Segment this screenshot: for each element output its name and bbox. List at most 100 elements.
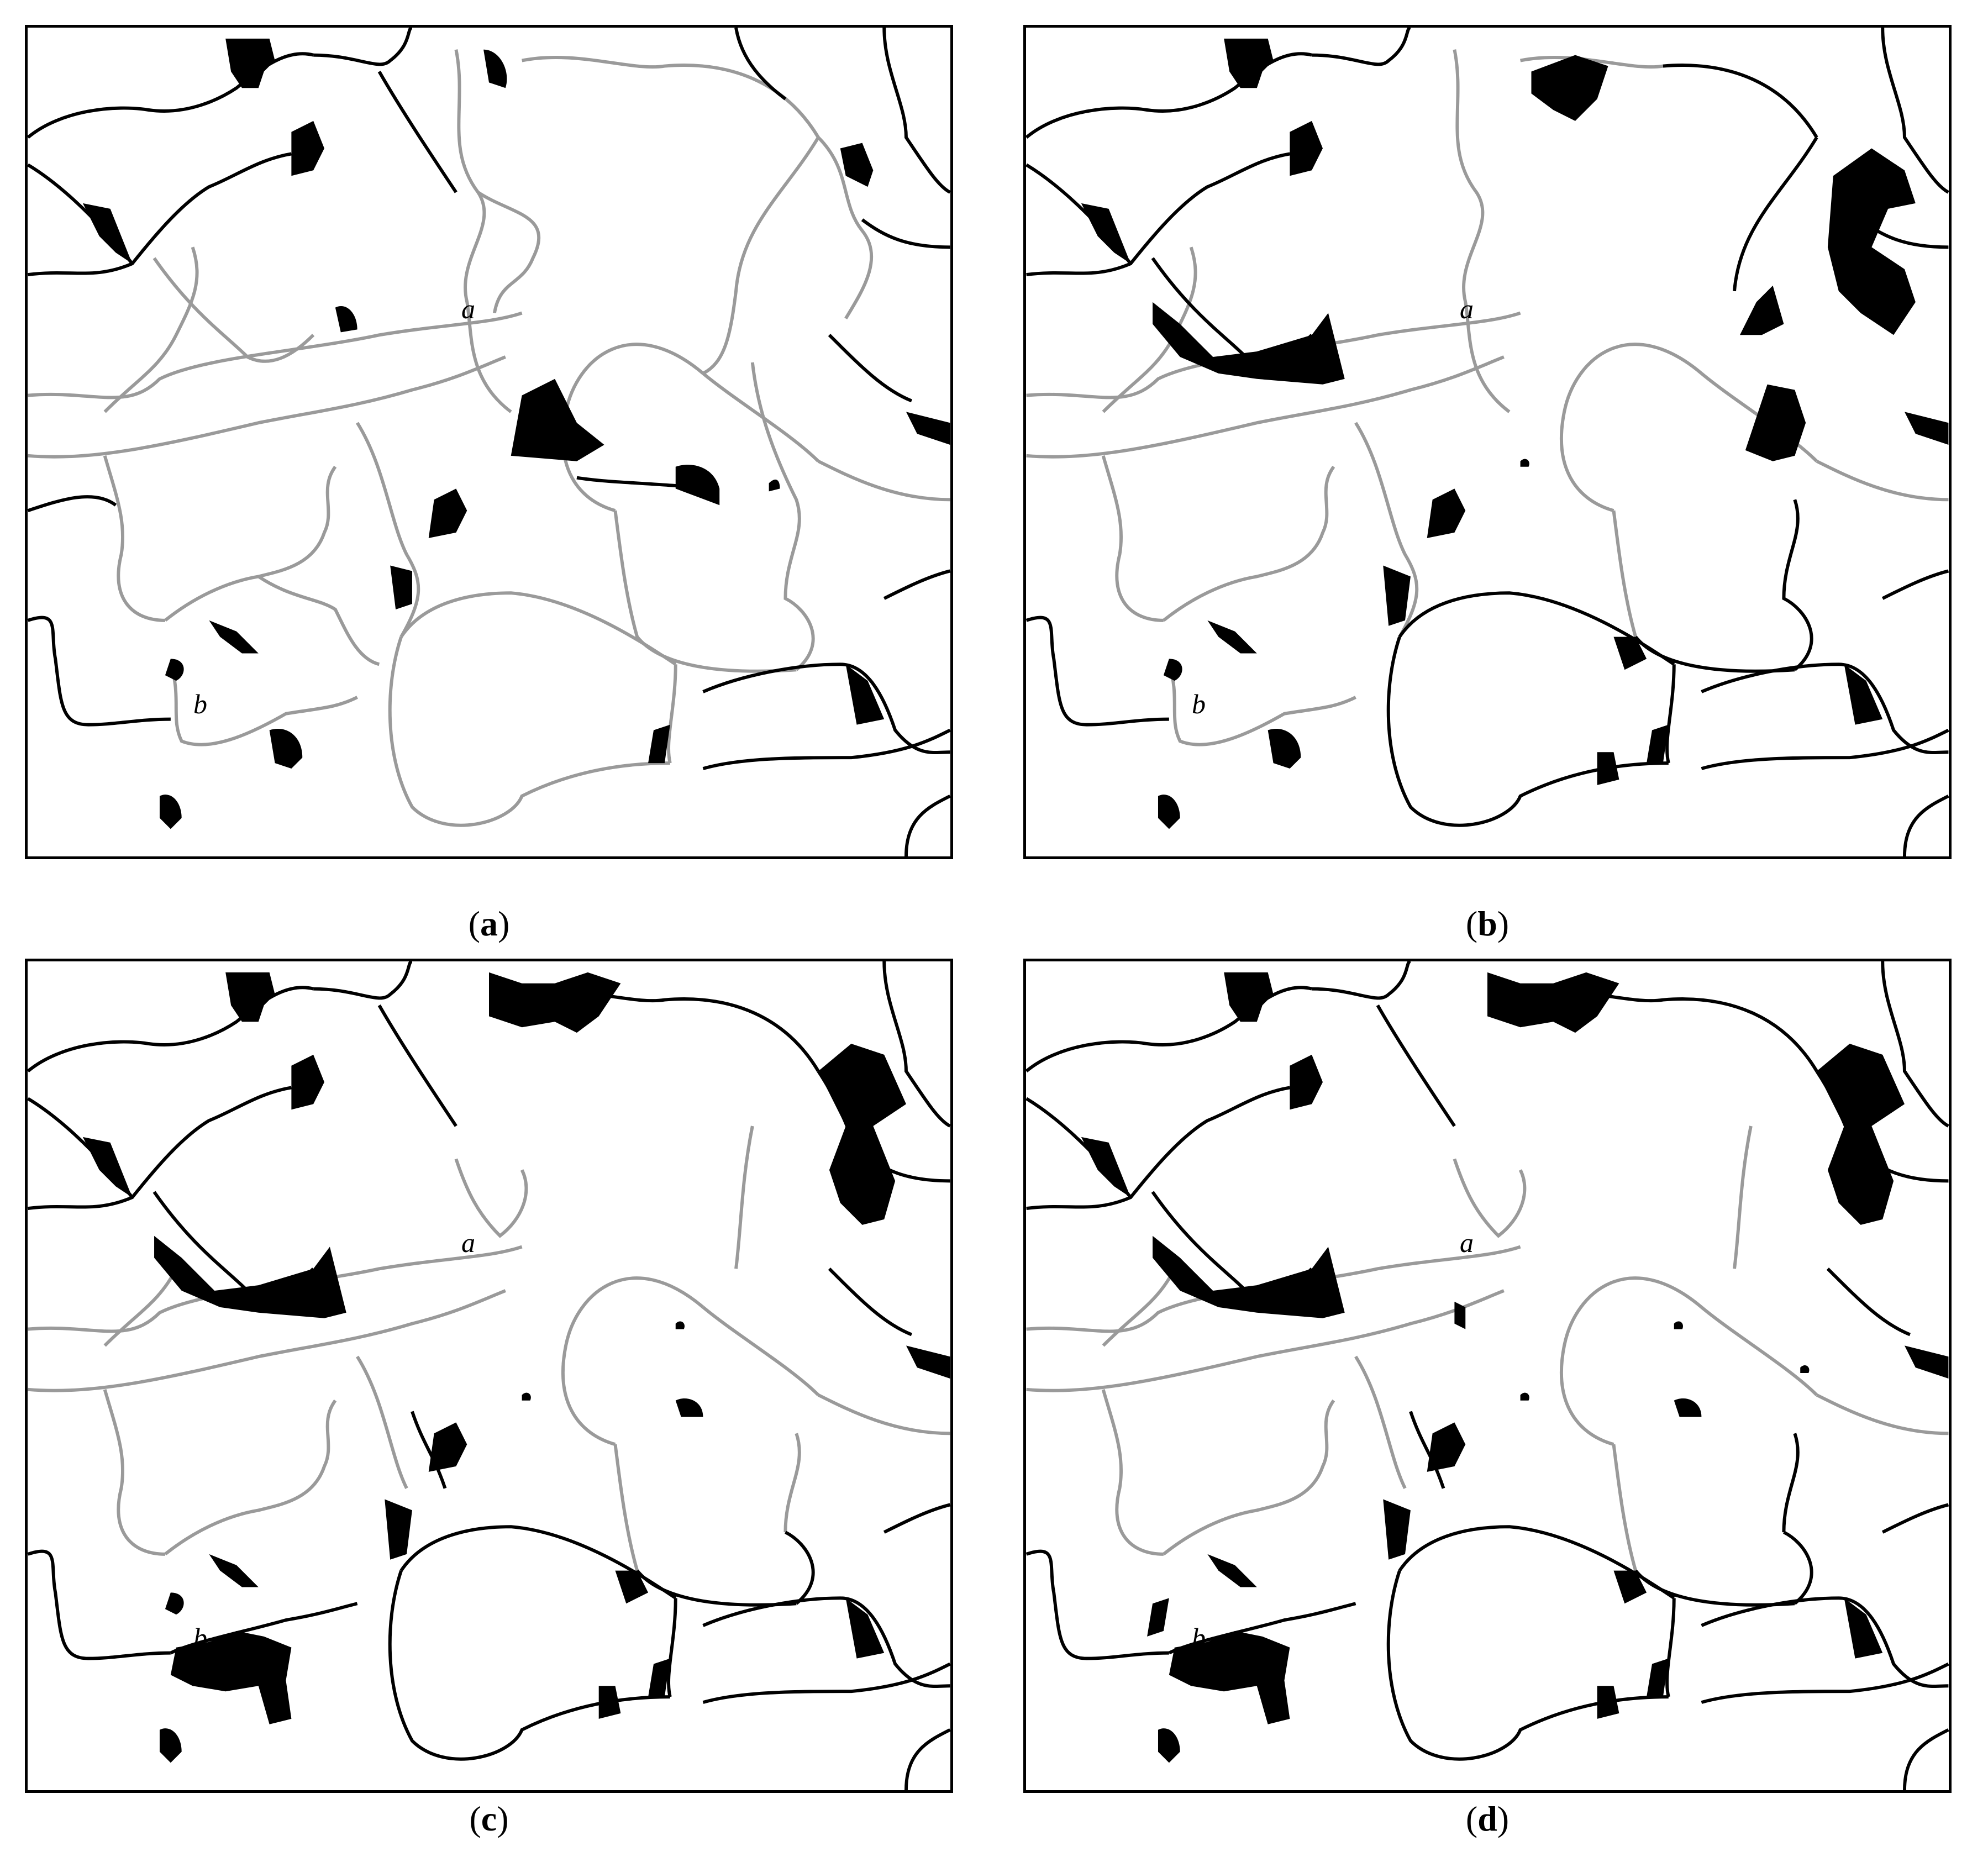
boundary-line xyxy=(28,1549,171,1660)
caption-letter: d xyxy=(1477,1799,1497,1838)
pores xyxy=(1081,38,1949,829)
pore xyxy=(1147,1598,1169,1637)
pore xyxy=(1383,565,1411,626)
boundary-line xyxy=(734,1125,754,1269)
pore xyxy=(675,465,720,506)
boundary-line xyxy=(1026,1549,1169,1660)
caption-open: ( xyxy=(1465,904,1478,943)
pore xyxy=(1224,972,1274,1022)
boundary-line xyxy=(817,1393,950,1435)
boundary-line xyxy=(1782,499,1813,671)
boundary-line xyxy=(1701,1596,1949,1689)
boundary-line xyxy=(103,455,165,622)
pore xyxy=(522,1392,531,1401)
boundary-line xyxy=(28,152,292,276)
boundary-line xyxy=(411,1411,447,1489)
pore xyxy=(1163,659,1182,681)
boundary-line xyxy=(1701,728,1949,770)
active-boundaries xyxy=(1026,961,1949,1790)
pore xyxy=(1081,203,1131,264)
boundary-line xyxy=(1376,1004,1456,1127)
caption-letter: b xyxy=(1477,904,1497,943)
pore xyxy=(428,1422,467,1472)
boundary-line xyxy=(1520,56,1664,69)
pore xyxy=(1904,412,1949,445)
boundary-line xyxy=(613,1444,639,1571)
panel-c-drawing xyxy=(28,961,950,1790)
panel-c-microstructure: a b xyxy=(25,959,953,1793)
boundary-line xyxy=(164,1399,337,1556)
pore xyxy=(1383,1499,1411,1560)
caption-letter: c xyxy=(481,1799,497,1838)
pore xyxy=(1081,1137,1131,1198)
boundary-line xyxy=(1902,795,1949,856)
pore xyxy=(1904,1345,1949,1379)
boundary-line xyxy=(702,728,950,770)
caption-close: ) xyxy=(1497,904,1510,943)
boundary-line xyxy=(1312,961,1411,1000)
boundary-line xyxy=(613,510,797,673)
boundary-line xyxy=(377,1004,457,1127)
boundary-line xyxy=(1612,510,1638,638)
boundary-line xyxy=(522,56,820,139)
pore xyxy=(906,412,950,445)
pore xyxy=(1158,1728,1180,1763)
pore xyxy=(225,972,275,1022)
boundary-line xyxy=(817,460,950,502)
boundary-line xyxy=(1881,28,1949,194)
boundary-line xyxy=(1101,1389,1164,1556)
pore xyxy=(225,38,275,88)
pore xyxy=(598,1686,621,1719)
pore xyxy=(159,1728,182,1763)
pore xyxy=(1207,620,1257,654)
boundary-line xyxy=(28,1086,292,1210)
boundary-line xyxy=(1168,1602,1356,1655)
pore xyxy=(648,724,670,764)
pore xyxy=(1531,55,1608,121)
boundary-line xyxy=(28,355,506,459)
panel-d-drawing xyxy=(1026,961,1949,1790)
boundary-line xyxy=(1163,1399,1335,1556)
grain-label-a: a xyxy=(1460,293,1474,324)
pore xyxy=(1817,1044,1905,1225)
pore xyxy=(1745,384,1806,461)
pore xyxy=(154,1235,346,1318)
boundary-line xyxy=(882,28,950,194)
pore xyxy=(1268,728,1301,769)
boundary-line xyxy=(1665,664,1676,764)
boundary-line xyxy=(28,616,171,727)
pore xyxy=(1290,1054,1323,1110)
boundary-line xyxy=(1816,460,1949,502)
boundary-line xyxy=(1881,961,1949,1128)
pore xyxy=(1169,1630,1290,1724)
pore xyxy=(209,620,259,654)
boundary-line xyxy=(1560,1276,1703,1447)
caption-a: (a) xyxy=(25,903,953,944)
boundary-line xyxy=(904,1728,950,1790)
boundary-line xyxy=(702,372,820,462)
boundary-line xyxy=(28,311,523,399)
pores xyxy=(82,972,950,1763)
boundary-line xyxy=(1881,569,1949,600)
pore xyxy=(165,1592,184,1615)
pore xyxy=(483,49,507,88)
boundary-line xyxy=(750,362,815,671)
caption-letter: a xyxy=(480,904,498,943)
boundary-line xyxy=(1026,616,1169,727)
pore xyxy=(1597,1686,1619,1719)
boundary-line xyxy=(785,1530,815,1605)
pore xyxy=(906,1345,950,1379)
grain-label-a: a xyxy=(461,1227,475,1258)
boundary-line xyxy=(103,1267,178,1347)
boundary-line xyxy=(454,49,512,413)
boundary-line xyxy=(1783,1530,1813,1605)
boundary-line xyxy=(561,343,704,513)
boundary-line xyxy=(1398,591,1675,666)
boundary-line xyxy=(1101,455,1164,622)
boundary-line xyxy=(1701,1662,1949,1704)
pore xyxy=(1207,1554,1257,1587)
pore xyxy=(1800,1365,1810,1374)
boundary-line xyxy=(1700,1306,1818,1396)
boundary-line xyxy=(1701,662,1949,755)
boundary-line xyxy=(313,961,413,1000)
